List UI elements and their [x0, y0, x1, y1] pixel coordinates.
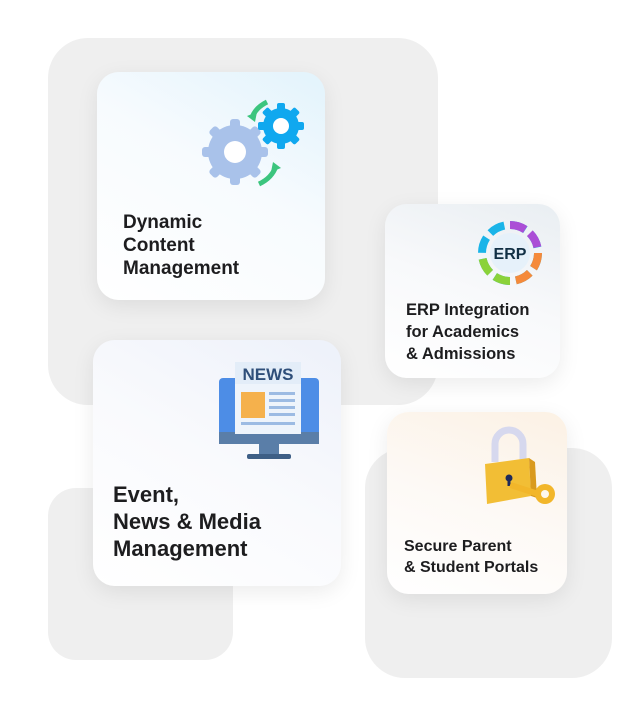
card-title: Event, News & Media Management: [113, 482, 261, 562]
erp-icon: ERP: [478, 221, 542, 285]
title-line: Dynamic: [123, 212, 203, 233]
feature-card-dynamic-content: Dynamic Content Management: [97, 72, 325, 300]
title-line: Content: [123, 234, 195, 256]
feature-card-secure-portals: Secure Parent & Student Portals: [387, 412, 567, 594]
gears-sync-icon: [202, 99, 304, 187]
news-icon-text: NEWS: [243, 365, 294, 384]
title-line: & Student Portals: [404, 559, 539, 577]
title-line: ERP Integration: [406, 301, 530, 319]
title-line: for Academics: [406, 322, 520, 341]
title-line: Secure Parent: [404, 538, 512, 555]
title-line: Event,: [113, 482, 180, 507]
title-line: News & Media: [113, 508, 261, 534]
feature-card-erp-integration: ERP ERP Integration for Academics & Admi…: [385, 204, 560, 378]
title-line: & Admissions: [406, 344, 516, 363]
padlock-key-icon: [485, 426, 555, 504]
title-line: Management: [123, 257, 240, 279]
news-monitor-icon: NEWS: [219, 362, 319, 459]
card-title: Secure Parent & Student Portals: [404, 536, 538, 578]
card-title: ERP Integration for Academics & Admissio…: [406, 300, 529, 365]
feature-card-event-news-media: NEWS Event, News & Media Management: [93, 340, 341, 586]
erp-icon-text: ERP: [494, 246, 527, 263]
card-title: Dynamic Content Management: [123, 212, 239, 280]
title-line: Management: [113, 535, 248, 561]
